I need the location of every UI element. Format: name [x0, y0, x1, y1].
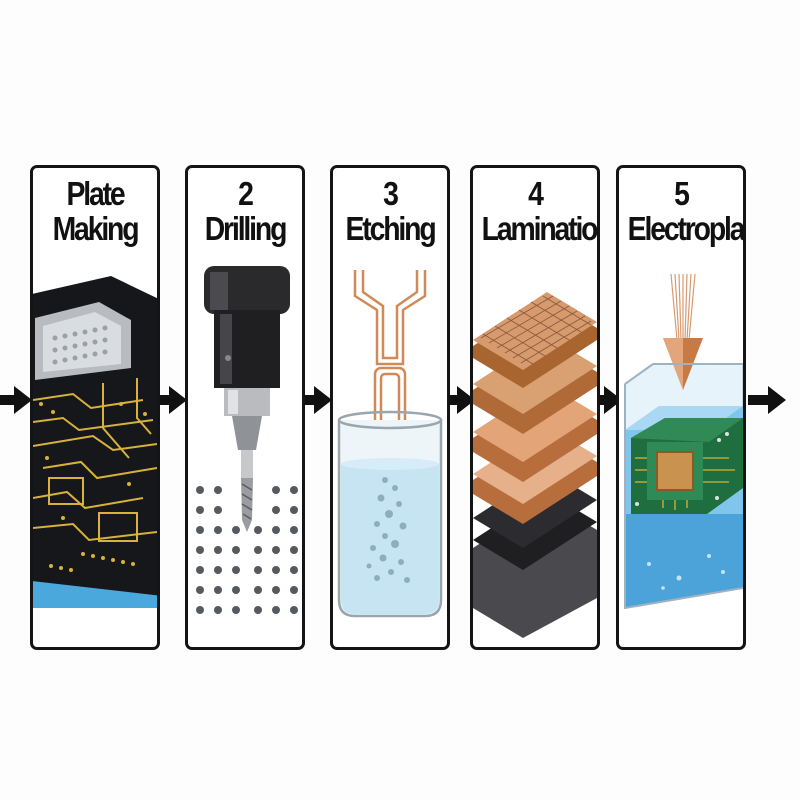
- step-panel-electroplating: 5 Electroplating: [616, 165, 746, 650]
- pcb-board-icon: [33, 276, 157, 608]
- lamination-layers-icon: [473, 292, 597, 638]
- step-title-line2: Drilling: [204, 210, 288, 247]
- right-arrow-icon: [300, 386, 332, 414]
- step-title: 3 Etching: [341, 176, 439, 246]
- etching-beaker-icon: [337, 270, 443, 618]
- electroplating-tank-icon: [624, 273, 743, 610]
- step-title-line2: Electroplating: [627, 210, 744, 247]
- step-title-line2: Making: [52, 210, 140, 247]
- step-title-line2: Lamination: [481, 210, 600, 247]
- step-panel-etching: 3 Etching: [330, 165, 450, 650]
- step-title-line2: Etching: [345, 210, 436, 247]
- step-title: Plate Making: [42, 176, 149, 246]
- right-arrow-icon: [443, 386, 475, 414]
- step-title-line1: 5: [674, 175, 690, 212]
- step-panel-lamination: 4 Lamination: [470, 165, 600, 650]
- step-title-line1: 3: [383, 175, 399, 212]
- step-panel-drilling: 2 Drilling: [185, 165, 305, 650]
- drill-bit-icon: [196, 266, 298, 614]
- right-arrow-icon: [0, 386, 32, 414]
- step-title-line1: 2: [238, 175, 254, 212]
- step-title-line1: 4: [528, 175, 544, 212]
- step-panel-plate-making: Plate Making: [30, 165, 160, 650]
- step-title: 4 Lamination: [481, 175, 600, 247]
- step-title: 5 Electroplating: [627, 175, 744, 247]
- step-title-line1: Plate: [66, 175, 125, 212]
- right-arrow-icon: [155, 386, 187, 414]
- right-arrow-icon: [748, 386, 786, 414]
- step-title: 2 Drilling: [196, 176, 294, 246]
